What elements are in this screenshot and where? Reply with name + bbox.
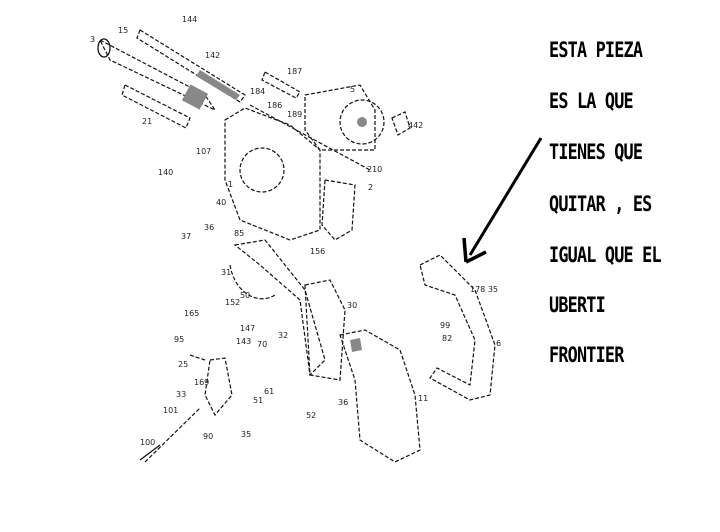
arrow-icon [462,137,543,264]
part-label: 51 [253,396,263,405]
part-label: 101 [163,406,178,415]
part-label: 82 [442,334,452,343]
part-label: 37 [181,232,191,241]
part-label: 50 [240,291,250,300]
part-label: 33 [176,390,186,399]
grip-panel [339,329,421,463]
trigger-guard-parts [321,179,356,241]
cylinder [304,84,385,151]
annotation-line: FRONTIER [549,343,624,367]
part-label: 140 [158,168,173,177]
part-label: 70 [257,340,267,349]
part-label: 143 [236,337,251,346]
part-label: 144 [182,15,197,24]
annotation-line: ESTA PIEZA [549,38,643,62]
part-label: 165 [184,309,199,318]
part-label: 2 [368,183,373,192]
part-label: 36 [338,398,348,407]
part-label: 21 [142,117,152,126]
part-label: 152 [225,298,240,307]
annotation-line: UBERTI [549,293,606,317]
part-label: 169 [194,378,209,387]
part-label: 36 [204,223,214,232]
part-label: 178 35 [470,285,498,294]
part-label: 187 [287,67,302,76]
part-label: 442 [408,121,423,130]
part-label: 32 [278,331,288,340]
part-label: 99 [440,321,450,330]
part-label: 147 [240,324,255,333]
part-label: 156 [310,247,325,256]
part-label: 100 [140,438,155,447]
part-label: 3 [90,35,95,44]
annotation-line: QUITAR , ES [549,192,652,216]
part-label: 186 [267,101,282,110]
part-label: 1 [228,180,233,189]
part-label: 40 [216,198,226,207]
base-pin [261,71,301,99]
annotation-line: IGUAL QUE EL [549,243,662,267]
part-label: 11 [418,394,428,403]
part-label: 142 [205,51,220,60]
frame [224,104,371,241]
part-label: 15 [118,26,128,35]
backstrap [229,239,326,377]
part-label: 107 [196,147,211,156]
part-label: 61 [264,387,274,396]
part-label: 85 [234,229,244,238]
ejector-housing [121,84,191,129]
part-label: 184 [250,87,265,96]
annotation-line: TIENES QUE [549,140,643,164]
trigger-and-springs [139,354,233,463]
part-label: 5 [350,85,355,94]
part-labels: 144 15 3 142 187 5 184 186 189 21 442 10… [90,15,501,447]
part-label: 30 [347,301,357,310]
part-label: 25 [178,360,188,369]
part-label: 52 [306,411,316,420]
part-label: 35 [241,430,251,439]
part-label: 210 [367,165,382,174]
highlighted-part-uberti-frontier [419,254,496,401]
grip-frame [304,279,346,381]
part-label: 189 [287,110,302,119]
part-label: 90 [203,432,213,441]
hammer [391,111,411,136]
barrel [97,38,217,112]
part-label: 95 [174,335,184,344]
ejector-rod [136,29,246,103]
part-label: 31 [221,268,231,277]
annotation-line: ES LA QUE [549,89,634,113]
part-label: 6 [496,339,501,348]
